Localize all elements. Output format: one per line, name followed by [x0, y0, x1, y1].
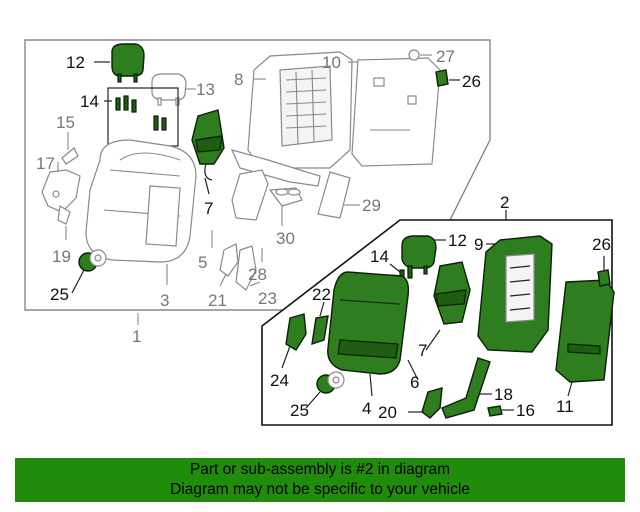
armrest-7-lower[interactable]: [433, 261, 471, 325]
info-banner: Part or sub-assembly is #2 in diagram Di…: [15, 458, 625, 502]
callout-21: 21: [208, 291, 227, 310]
callout-22: 22: [312, 285, 331, 304]
callout-14-upper: 14: [80, 92, 99, 111]
callout-12-upper: 12: [66, 53, 85, 72]
callout-13: 13: [196, 80, 215, 99]
trim-29[interactable]: [317, 171, 351, 219]
seat-back-4[interactable]: [327, 271, 410, 375]
bracket-19[interactable]: [57, 205, 71, 225]
parts-diagram: 12 13 14 8 10 27 26 15 17 7 29 30 19 5 2…: [24, 39, 615, 426]
leader-lines: [57, 61, 605, 413]
callout-15: 15: [56, 113, 75, 132]
seat-frame-9[interactable]: [477, 235, 553, 353]
callout-30: 30: [276, 229, 295, 248]
banner-line-2: Diagram may not be specific to your vehi…: [170, 481, 470, 498]
seat-back-3[interactable]: [85, 139, 197, 263]
armrest-28[interactable]: [231, 169, 269, 221]
cap-26-lower[interactable]: [597, 269, 611, 287]
callout-7-upper: 7: [204, 199, 213, 218]
callout-17: 17: [36, 154, 55, 173]
callout-23: 23: [258, 289, 277, 308]
armrest-7-upper[interactable]: [191, 109, 225, 181]
callout-11: 11: [556, 397, 574, 416]
bracket-20[interactable]: [421, 387, 443, 419]
seat-frame-8[interactable]: [230, 51, 353, 187]
callout-20: 20: [378, 403, 397, 422]
back-panel-11[interactable]: [555, 279, 615, 383]
callout-7-lower: 7: [418, 341, 427, 360]
callout-3: 3: [160, 291, 169, 310]
cap-26-upper[interactable]: [435, 69, 449, 87]
recliner-25-left[interactable]: [78, 249, 107, 272]
callout-24: 24: [270, 371, 289, 390]
hinge-17[interactable]: [41, 169, 81, 213]
callout-4: 4: [362, 399, 371, 418]
bracket-22[interactable]: [311, 315, 329, 346]
callout-5: 5: [198, 253, 207, 272]
callout-25-upper: 25: [50, 285, 69, 304]
callout-labels: 12 13 14 8 10 27 26 15 17 7 29 30 19 5 2…: [36, 47, 611, 422]
callout-27: 27: [436, 47, 455, 66]
bracket-21[interactable]: [219, 243, 239, 277]
bracket-24[interactable]: [285, 313, 307, 351]
callout-14-lower: 14: [370, 247, 389, 266]
callout-1: 1: [132, 327, 141, 346]
back-panel-10[interactable]: [351, 57, 441, 167]
callout-8: 8: [234, 70, 243, 89]
bolt-16[interactable]: [487, 405, 503, 417]
callout-18: 18: [494, 385, 513, 404]
callout-29: 29: [362, 196, 381, 215]
callout-10: 10: [322, 53, 341, 72]
callout-2: 2: [500, 193, 509, 212]
callout-16: 16: [516, 401, 535, 420]
callout-26-upper: 26: [462, 72, 481, 91]
clip-27[interactable]: [408, 49, 420, 61]
callout-9: 9: [474, 235, 483, 254]
hinge-15[interactable]: [61, 147, 79, 165]
callout-25-lower: 25: [290, 401, 309, 420]
recliner-25-right[interactable]: [316, 371, 345, 394]
guide-pins-14[interactable]: [115, 95, 167, 131]
headrest-13[interactable]: [151, 73, 187, 106]
callout-28: 28: [248, 265, 267, 284]
headrest-12-upper[interactable]: [111, 43, 145, 83]
callout-12-lower: 12: [448, 231, 467, 250]
hinge-18[interactable]: [441, 357, 491, 419]
callout-26-lower: 26: [592, 235, 611, 254]
banner-line-1: Part or sub-assembly is #2 in diagram: [189, 461, 451, 478]
bracket-23[interactable]: [235, 245, 257, 291]
callout-6: 6: [410, 373, 419, 392]
cupholder-30[interactable]: [268, 187, 303, 207]
callout-19: 19: [52, 247, 71, 266]
